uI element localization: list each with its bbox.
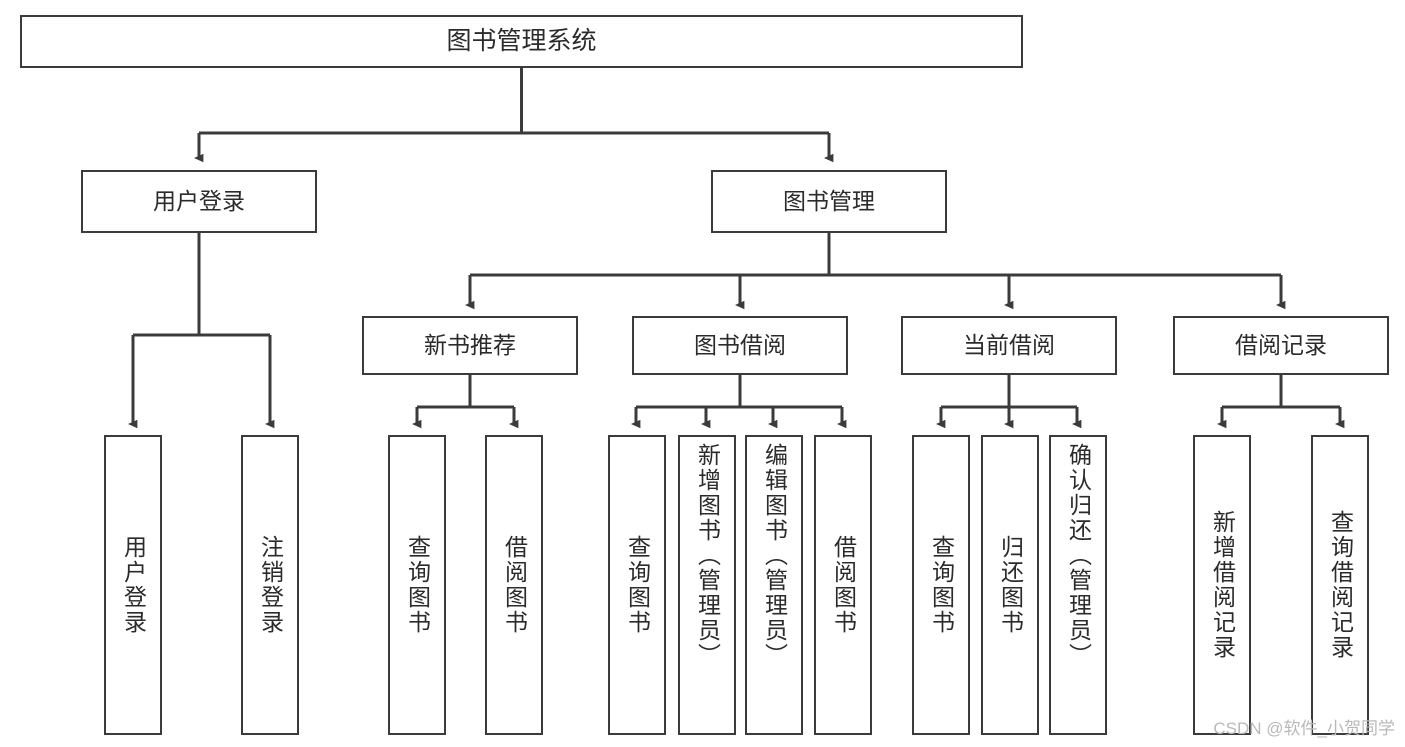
node-label: 新增图书（管理员） — [694, 443, 721, 668]
leaf-query-borrow-record[interactable]: 查询借阅记录 — [1311, 435, 1369, 735]
node-label: 图书管理 — [783, 187, 875, 214]
leaf-query-book-borrow[interactable]: 查询图书 — [608, 435, 666, 735]
node-label: 借阅记录 — [1235, 331, 1327, 358]
leaf-query-book-current[interactable]: 查询图书 — [912, 435, 970, 735]
node-label: 图书管理系统 — [446, 26, 597, 55]
node-label: 注销登录 — [257, 535, 284, 635]
node-label: 用户登录 — [153, 187, 245, 214]
node-label: 查询图书 — [928, 535, 955, 635]
node-label: 当前借阅 — [963, 331, 1055, 358]
node-root-system[interactable]: 图书管理系统 — [20, 15, 1023, 68]
leaf-add-book-admin[interactable]: 新增图书（管理员） — [678, 435, 736, 735]
node-label: 借阅图书 — [501, 535, 528, 635]
leaf-logout-login[interactable]: 注销登录 — [241, 435, 299, 735]
node-label: 借阅图书 — [830, 535, 857, 635]
node-user-login[interactable]: 用户登录 — [81, 170, 317, 233]
node-label: 新增借阅记录 — [1209, 510, 1236, 660]
leaf-borrow-book[interactable]: 借阅图书 — [814, 435, 872, 735]
node-label: 编辑图书（管理员） — [761, 443, 788, 668]
node-label: 查询图书 — [404, 535, 431, 635]
leaf-query-book-recommend[interactable]: 查询图书 — [388, 435, 446, 735]
node-label: 查询图书 — [624, 535, 651, 635]
leaf-confirm-return-admin[interactable]: 确认归还（管理员） — [1049, 435, 1107, 735]
csdn-watermark: CSDN @软件_小贺同学 — [1213, 719, 1395, 738]
node-label: 查询借阅记录 — [1327, 510, 1354, 660]
leaf-borrow-book-recommend[interactable]: 借阅图书 — [485, 435, 543, 735]
node-label: 图书借阅 — [694, 331, 786, 358]
node-label: 用户登录 — [120, 535, 147, 635]
leaf-add-borrow-record[interactable]: 新增借阅记录 — [1193, 435, 1251, 735]
leaf-edit-book-admin[interactable]: 编辑图书（管理员） — [745, 435, 803, 735]
node-book-management[interactable]: 图书管理 — [711, 170, 947, 233]
node-label: 新书推荐 — [424, 331, 516, 358]
node-label: 归还图书 — [997, 535, 1024, 635]
node-borrow-record[interactable]: 借阅记录 — [1173, 316, 1389, 375]
node-label: 确认归还（管理员） — [1065, 443, 1092, 668]
leaf-return-book[interactable]: 归还图书 — [981, 435, 1039, 735]
node-book-borrow[interactable]: 图书借阅 — [632, 316, 848, 375]
leaf-user-login[interactable]: 用户登录 — [104, 435, 162, 735]
node-new-book-recommend[interactable]: 新书推荐 — [362, 316, 578, 375]
node-current-borrow[interactable]: 当前借阅 — [901, 316, 1117, 375]
